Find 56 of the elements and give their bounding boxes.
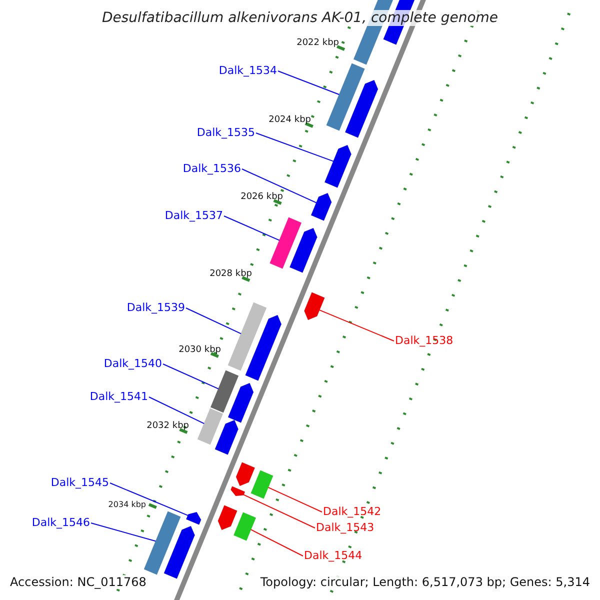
gene-label: Dalk_1535 xyxy=(196,127,255,138)
leader-line xyxy=(318,309,394,342)
gene-block xyxy=(326,63,365,131)
leader-line xyxy=(148,396,205,424)
gene-feature xyxy=(245,315,282,381)
gene-label: Dalk_1541 xyxy=(90,391,148,402)
gene-label: Dalk_1542 xyxy=(323,506,382,517)
tick-label: 2022 kbp xyxy=(296,38,339,48)
tick-label: 2032 kbp xyxy=(146,422,189,430)
leader-line xyxy=(250,529,304,556)
leader-line xyxy=(278,70,340,95)
gene-label: Dalk_1536 xyxy=(182,163,241,174)
gene-label: Dalk_1537 xyxy=(164,210,223,221)
gene-feature xyxy=(228,383,254,423)
tick-label: 2028 kbp xyxy=(210,270,252,278)
gene-feature xyxy=(186,512,202,525)
gene-feature xyxy=(345,80,378,138)
gene-feature xyxy=(324,145,352,188)
gene-feature xyxy=(290,228,318,273)
leader-line xyxy=(186,308,242,334)
leader-line xyxy=(90,522,156,542)
accession-text: Accession: NC_011768 xyxy=(8,575,148,589)
gene-feature xyxy=(218,505,238,530)
gene-block xyxy=(210,370,239,413)
gene-label: Dalk_1545 xyxy=(50,477,109,488)
tick-label: 2030 kbp xyxy=(178,346,221,354)
gene-feature xyxy=(214,420,238,455)
leader-line xyxy=(243,494,316,528)
gene-label: Dalk_1544 xyxy=(304,550,362,561)
gene-block xyxy=(228,302,267,371)
gene-label: Dalk_1539 xyxy=(126,302,185,313)
gene-label: Dalk_1538 xyxy=(395,335,454,346)
genome-info-text: Topology: circular; Length: 6,517,073 bp; Genes: 5,314 xyxy=(258,575,592,589)
gene-feature xyxy=(311,193,332,221)
gene-label: Dalk_1546 xyxy=(32,517,90,528)
gene-feature xyxy=(304,292,325,320)
tick-label: 2034 kbp xyxy=(108,501,146,509)
gene-block xyxy=(270,217,302,269)
leader-line xyxy=(268,486,322,512)
tick-label: 2026 kbp xyxy=(240,192,283,202)
leader-line xyxy=(224,216,280,241)
gene-feature xyxy=(236,462,255,486)
gene-block xyxy=(250,470,274,499)
gene-block xyxy=(197,408,223,445)
gene-feature xyxy=(230,486,245,496)
gene-block xyxy=(144,511,181,575)
leader-line xyxy=(242,168,317,204)
gene-label: Dalk_1540 xyxy=(104,358,162,369)
gene-label: Dalk_1534 xyxy=(218,65,277,76)
tick-label: 2024 kbp xyxy=(268,116,311,124)
gene-label: Dalk_1543 xyxy=(316,522,374,533)
leader-line xyxy=(256,132,334,162)
leader-line xyxy=(162,364,219,390)
gene-feature xyxy=(164,526,195,579)
gene-block xyxy=(234,512,256,541)
leader-line xyxy=(110,482,188,516)
